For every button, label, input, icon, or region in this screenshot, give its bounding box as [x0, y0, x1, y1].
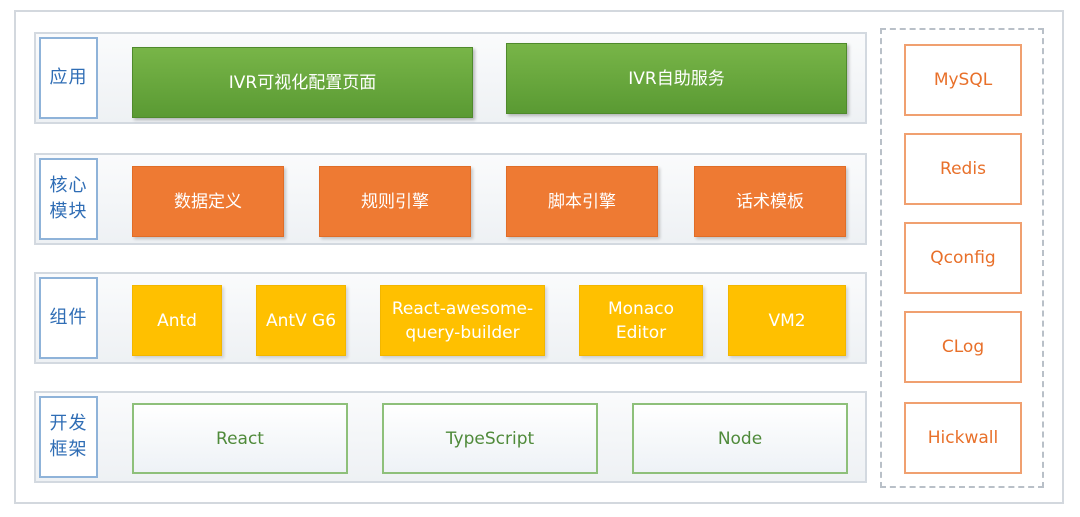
infra-hickwall: Hickwall — [904, 402, 1022, 474]
component-react-awesome-query-builder: React-awesome- query-builder — [380, 285, 545, 356]
core-rule-engine: 规则引擎 — [319, 166, 471, 237]
core-script-engine: 脚本引擎 — [506, 166, 658, 237]
core-speech-template: 话术模板 — [694, 166, 846, 237]
layer-dev-framework: 开发 框架 React TypeScript Node — [34, 391, 867, 483]
app-ivr-self-service: IVR自助服务 — [506, 43, 847, 114]
infra-clog: CLog — [904, 311, 1022, 383]
framework-typescript: TypeScript — [382, 403, 598, 474]
infra-qconfig: Qconfig — [904, 222, 1022, 294]
infra-mysql: MySQL — [904, 44, 1022, 116]
component-monaco-editor: Monaco Editor — [579, 285, 703, 356]
layer-application: 应用 IVR可视化配置页面 IVR自助服务 — [34, 32, 867, 124]
layer-core-modules: 核心 模块 数据定义 规则引擎 脚本引擎 话术模板 — [34, 153, 867, 245]
core-data-definition: 数据定义 — [132, 166, 284, 237]
layer-components: 组件 Antd AntV G6 React-awesome- query-bui… — [34, 272, 867, 364]
component-antd: Antd — [132, 285, 222, 356]
layer-label-dev-framework: 开发 框架 — [39, 396, 98, 478]
layer-label-core-modules: 核心 模块 — [39, 158, 98, 240]
infrastructure-panel: MySQL Redis Qconfig CLog Hickwall — [880, 28, 1044, 488]
app-ivr-visual-config-page: IVR可视化配置页面 — [132, 47, 473, 118]
framework-react: React — [132, 403, 348, 474]
component-antv-g6: AntV G6 — [256, 285, 346, 356]
component-vm2: VM2 — [728, 285, 846, 356]
layer-label-components: 组件 — [39, 277, 98, 359]
layer-label-application: 应用 — [39, 37, 98, 119]
infra-redis: Redis — [904, 133, 1022, 205]
framework-node: Node — [632, 403, 848, 474]
